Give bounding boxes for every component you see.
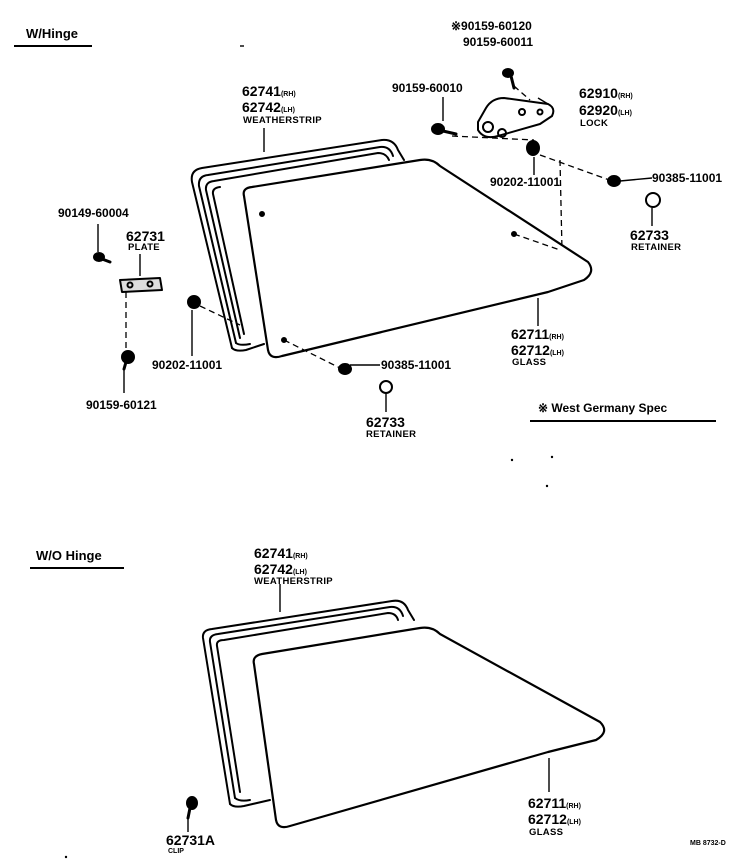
label-weatherstrip2-rh: 62741(RH) bbox=[254, 545, 308, 561]
clip-62731a bbox=[186, 796, 198, 820]
nut-90202-left bbox=[187, 295, 201, 309]
figure-id: MB 8732-D bbox=[690, 840, 726, 847]
label-90159-60010: 90159-60010 bbox=[392, 81, 463, 95]
label-retainer-bottom-name: RETAINER bbox=[366, 429, 417, 440]
section-title-without-hinge: W/O Hinge bbox=[36, 548, 102, 563]
underline bbox=[530, 420, 716, 422]
nut-90202-top bbox=[526, 140, 540, 156]
label-90385-bottom: 90385-11001 bbox=[381, 358, 452, 372]
label-90159-60121: 90159-60121 bbox=[86, 398, 157, 412]
label-90149-60004: 90149-60004 bbox=[58, 206, 129, 220]
label-glass-rh: 62711(RH) bbox=[511, 326, 564, 342]
plate-62731 bbox=[119, 277, 163, 293]
underline bbox=[30, 567, 124, 569]
label-clip-name: CLIP bbox=[168, 848, 184, 855]
label-glass2-lh: 62712(LH) bbox=[528, 811, 581, 827]
label-clip-num: 62731A bbox=[166, 832, 216, 848]
grommet-90385-top bbox=[607, 175, 621, 187]
label-glass2-name: GLASS bbox=[529, 827, 564, 838]
label-lock-name: LOCK bbox=[580, 118, 609, 129]
label-retainer-bottom-num: 62733 bbox=[366, 414, 405, 430]
screw-90159-60121 bbox=[121, 350, 135, 371]
label-retainer-top-name: RETAINER bbox=[631, 242, 682, 253]
grommet-90385-bottom bbox=[338, 363, 352, 375]
label-star-screw: ※90159-60120 bbox=[451, 19, 532, 33]
label-retainer-top-num: 62733 bbox=[630, 227, 669, 243]
label-weatherstrip2-lh: 62742(LH) bbox=[254, 561, 307, 577]
weatherstrip-top bbox=[190, 138, 405, 352]
underline bbox=[14, 45, 92, 47]
screw-90149 bbox=[93, 252, 112, 264]
label-glass-name: GLASS bbox=[512, 357, 547, 368]
label-weatherstrip-name: WEATHERSTRIP bbox=[243, 115, 322, 126]
label-lock-lh: 62920(LH) bbox=[579, 102, 632, 118]
lock-bracket bbox=[477, 97, 555, 139]
label-plate-name: PLATE bbox=[128, 242, 160, 253]
retainer-top bbox=[645, 192, 661, 208]
label-weatherstrip-lh: 62742(LH) bbox=[242, 99, 295, 115]
section-title-with-hinge: W/Hinge bbox=[26, 26, 78, 41]
weatherstrip-bottom bbox=[201, 599, 415, 808]
label-weatherstrip-rh: 62741(RH) bbox=[242, 83, 296, 99]
label-lock-rh: 62910(RH) bbox=[579, 85, 633, 101]
label-glass2-rh: 62711(RH) bbox=[528, 795, 581, 811]
screw-star bbox=[502, 68, 516, 90]
screw-90159-60010 bbox=[431, 123, 458, 136]
label-90159-60011: 90159-60011 bbox=[463, 35, 534, 49]
label-90385-top: 90385-11001 bbox=[652, 171, 723, 185]
label-weatherstrip2-name: WEATHERSTRIP bbox=[254, 576, 333, 587]
label-90202-left: 90202-11001 bbox=[152, 358, 223, 372]
retainer-bottom bbox=[379, 380, 393, 394]
label-90202-top: 90202-11001 bbox=[490, 175, 561, 189]
label-glass-lh: 62712(LH) bbox=[511, 342, 564, 358]
label-plate-num: 62731 bbox=[126, 228, 165, 244]
glass-bottom bbox=[252, 626, 606, 829]
label-west-germany-spec: ※ West Germany Spec bbox=[538, 401, 668, 415]
glass-top bbox=[242, 158, 593, 359]
